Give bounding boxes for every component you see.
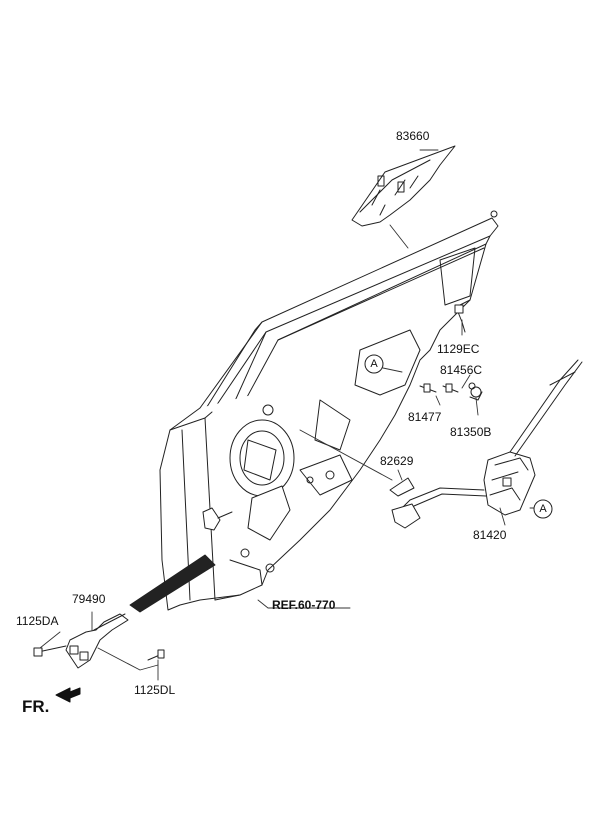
door-lock-81420 [391,359,583,529]
door-panel [159,329,431,611]
marker-a-1-label: A [370,358,378,370]
label-1129EC: 1129EC [437,342,480,356]
label-83660: 83660 [396,129,430,143]
bolt-1125DL [147,649,165,661]
label-81477: 81477 [408,410,442,424]
bolt-1125DA [33,645,67,657]
bolt-1129EC [454,304,466,333]
marker-a-1 [364,354,384,374]
label-1125DL: 1125DL [134,683,176,697]
bolt-81456C [442,383,459,393]
label-82629: 82629 [380,454,414,468]
striker-81350B [468,382,483,401]
glass-run-83660 [351,145,456,227]
reference-label: REF.60-770 [272,598,336,612]
marker-a-2-label: A [539,503,547,515]
clip-82629 [389,477,415,497]
label-81350B: 81350B [450,425,492,439]
label-81420: 81420 [473,528,507,542]
label-1125DA: 1125DA [16,614,59,628]
regulator-strip [129,507,233,613]
leader-lines [39,149,543,681]
front-arrow-icon [55,687,81,703]
front-direction-label: FR. [22,697,50,716]
bolt-81477 [419,383,437,393]
marker-a-2 [533,499,553,519]
label-79490: 79490 [72,592,106,606]
label-81456C: 81456C [440,363,483,377]
door-check-79490 [65,613,129,669]
